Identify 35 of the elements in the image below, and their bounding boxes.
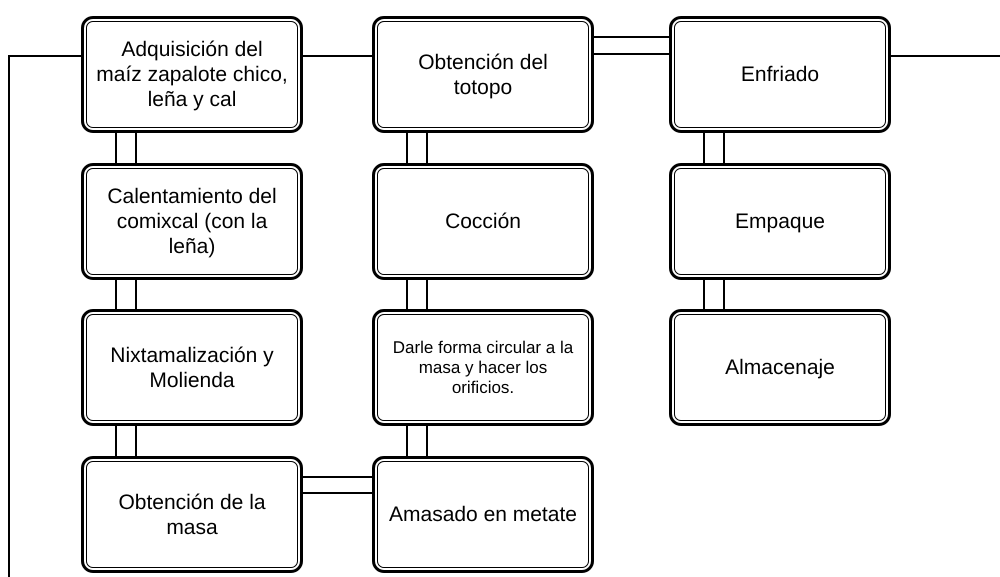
- step-label: Obtención del totopo: [417, 50, 549, 100]
- double-connector: [302, 476, 373, 494]
- process-box: [81, 309, 303, 426]
- process-box: [669, 163, 891, 280]
- process-box: [81, 163, 303, 280]
- step-label: Adquisición del maíz zapalote chico, leña y cal: [96, 37, 288, 112]
- step-label: Enfriado: [740, 62, 820, 87]
- process-box: [81, 16, 303, 133]
- step-label: Empaque: [735, 209, 825, 234]
- double-connector: [406, 425, 428, 457]
- double-connector: [703, 279, 725, 310]
- connector-line: [891, 55, 1000, 57]
- step-label: Almacenaje: [725, 355, 835, 380]
- step-label: Calentamiento del comixcal (con la leña): [106, 184, 278, 259]
- connector-line: [8, 55, 81, 577]
- step-label: Nixtamalización y Molienda: [109, 342, 275, 392]
- process-box: [81, 456, 303, 573]
- double-connector: [115, 425, 137, 457]
- connector-line: [303, 55, 372, 57]
- step-label: Darle forma circular a la masa y hacer los orificios.: [392, 338, 574, 398]
- double-connector: [406, 279, 428, 310]
- double-connector: [703, 132, 725, 164]
- double-connector: [115, 132, 137, 164]
- process-box: [669, 309, 891, 426]
- step-label: Cocción: [445, 209, 521, 234]
- process-box: [372, 163, 594, 280]
- double-connector: [406, 132, 428, 164]
- step-label: Amasado en metate: [389, 502, 577, 527]
- process-box: [372, 456, 594, 573]
- double-connector: [593, 36, 670, 55]
- step-label: Obtención de la masa: [117, 490, 267, 540]
- process-box: [372, 16, 594, 133]
- double-connector: [115, 279, 137, 310]
- process-box: [669, 16, 891, 133]
- process-box: [372, 309, 594, 426]
